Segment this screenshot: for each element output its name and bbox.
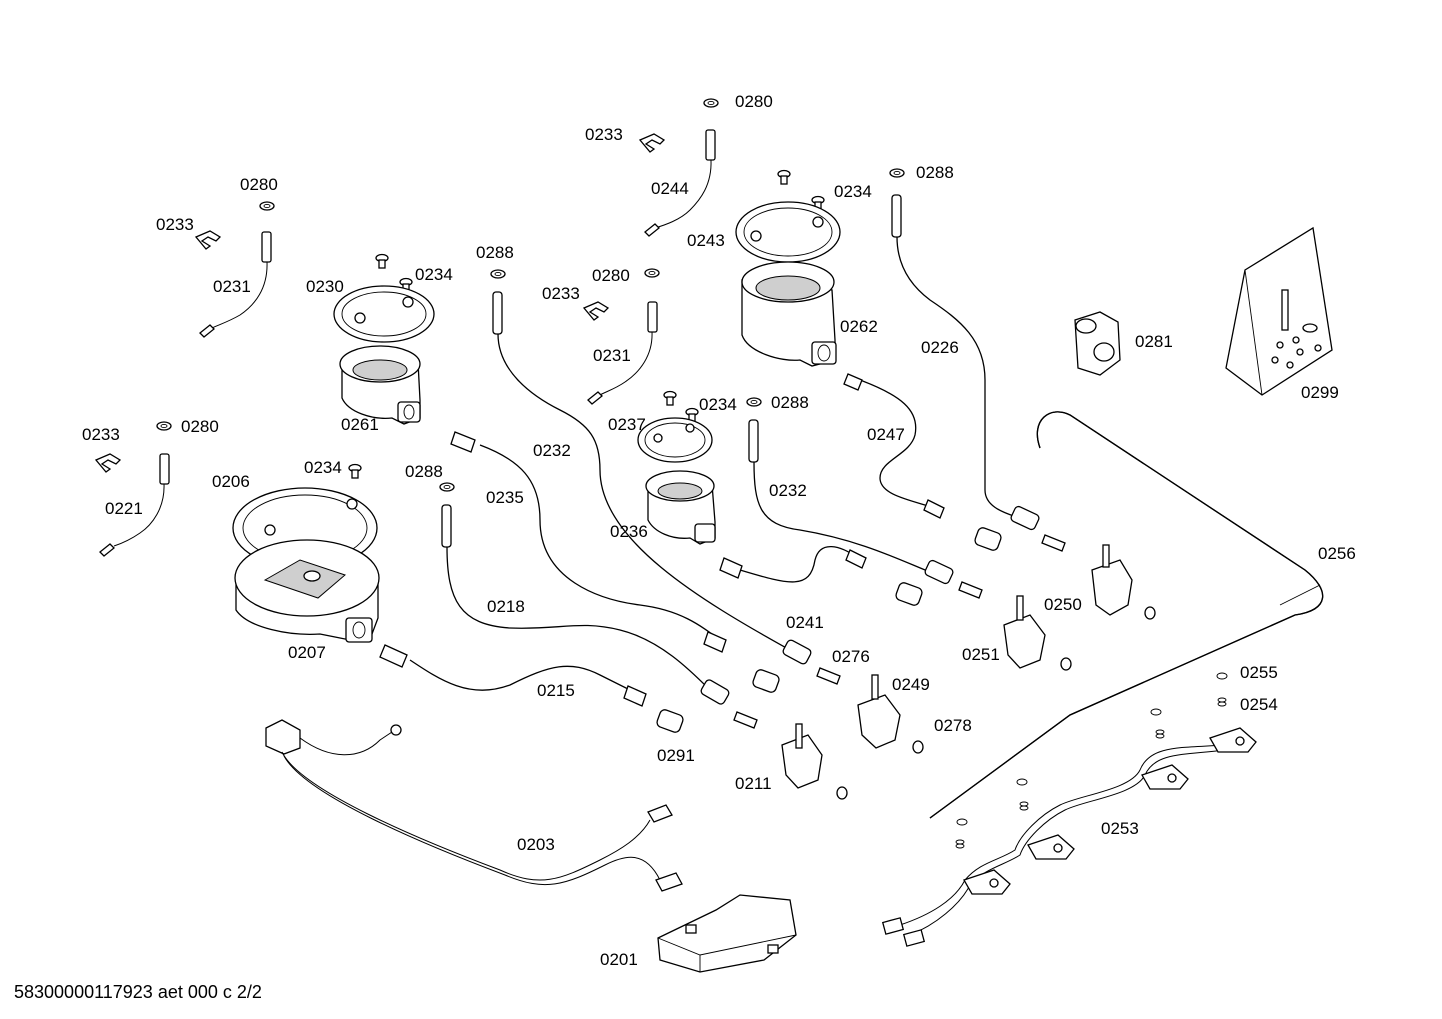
- label-0234: 0234: [304, 458, 342, 477]
- thermocouple-part: [441, 194, 1040, 705]
- label-0215: 0215: [537, 681, 575, 700]
- label-0211: 0211: [735, 774, 772, 793]
- label-0288: 0288: [916, 163, 954, 182]
- label-0280: 0280: [592, 266, 630, 285]
- washer-part: [156, 98, 905, 492]
- burner-plate-part: [232, 201, 841, 569]
- ignition-electrode-part: [99, 129, 716, 557]
- label-0234: 0234: [834, 182, 872, 201]
- label-0221: 0221: [105, 499, 143, 518]
- gas-tap-part: [781, 544, 1156, 800]
- label-0233: 0233: [585, 125, 623, 144]
- label-0233: 0233: [82, 425, 120, 444]
- label-0244: 0244: [651, 179, 689, 198]
- label-0233: 0233: [542, 284, 580, 303]
- label-0232: 0232: [769, 481, 807, 500]
- ignition-module-0201: [657, 894, 797, 973]
- label-0201: 0201: [600, 950, 638, 969]
- label-0280: 0280: [181, 417, 219, 436]
- label-0203: 0203: [517, 835, 555, 854]
- nozzle-part: [656, 527, 1066, 733]
- wiring-loom-0203: [265, 719, 683, 892]
- label-0241: 0241: [786, 613, 824, 632]
- gas-pipe-part: [379, 373, 945, 707]
- label-0233: 0233: [156, 215, 194, 234]
- label-0235: 0235: [486, 488, 524, 507]
- label-0299: 0299: [1301, 383, 1339, 402]
- label-0262: 0262: [840, 317, 878, 336]
- label-0254: 0254: [1240, 695, 1278, 714]
- label-0234: 0234: [699, 395, 737, 414]
- parts-bag-0299: [1225, 226, 1333, 396]
- label-0261: 0261: [341, 415, 379, 434]
- label-0250: 0250: [1044, 595, 1082, 614]
- label-0288: 0288: [405, 462, 443, 481]
- manifold-tube-0256: [929, 411, 1324, 819]
- label-0231: 0231: [213, 277, 251, 296]
- label-0234: 0234: [415, 265, 453, 284]
- burner-body-part: [234, 261, 837, 643]
- label-0206: 0206: [212, 472, 250, 491]
- ignition-harness-0253: [881, 672, 1257, 947]
- fitting-part-0281: [1074, 311, 1121, 376]
- label-0253: 0253: [1101, 819, 1139, 838]
- label-0291: 0291: [657, 746, 695, 765]
- label-0280: 0280: [240, 175, 278, 194]
- label-0232: 0232: [533, 441, 571, 460]
- label-0243: 0243: [687, 231, 725, 250]
- label-0251: 0251: [962, 645, 1000, 664]
- clip-part: [94, 133, 666, 473]
- label-0226: 0226: [921, 338, 959, 357]
- label-0247: 0247: [867, 425, 905, 444]
- label-0237: 0237: [608, 415, 646, 434]
- label-0230: 0230: [306, 277, 344, 296]
- label-0218: 0218: [487, 597, 525, 616]
- label-0288: 0288: [771, 393, 809, 412]
- label-0231: 0231: [593, 346, 631, 365]
- label-0255: 0255: [1240, 663, 1278, 682]
- label-0276: 0276: [832, 647, 870, 666]
- label-0281: 0281: [1135, 332, 1173, 351]
- label-0288: 0288: [476, 243, 514, 262]
- label-0280: 0280: [735, 92, 773, 111]
- label-0278: 0278: [934, 716, 972, 735]
- label-0249: 0249: [892, 675, 930, 694]
- label-0207: 0207: [288, 643, 326, 662]
- label-0256: 0256: [1318, 544, 1356, 563]
- label-0236: 0236: [610, 522, 648, 541]
- document-reference: 58300000117923 aet 000 c 2/2: [14, 982, 262, 1002]
